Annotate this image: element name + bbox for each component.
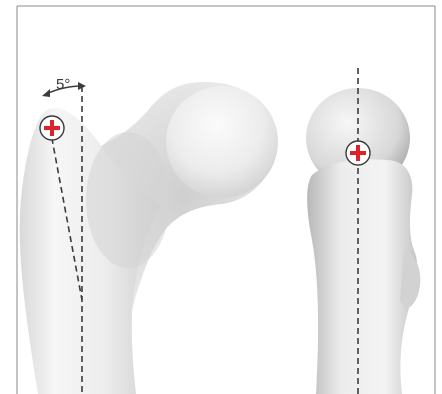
- femur-lateral-view: [306, 88, 420, 394]
- entry-point-marker-icon: [40, 116, 64, 140]
- lateral-shaft: [307, 159, 417, 394]
- entry-point-marker-icon: [346, 141, 370, 165]
- femoral-head: [166, 86, 278, 198]
- arc-arrowhead-left: [42, 89, 50, 97]
- trochanter-texture: [86, 132, 170, 268]
- angle-label: 5°: [56, 76, 70, 93]
